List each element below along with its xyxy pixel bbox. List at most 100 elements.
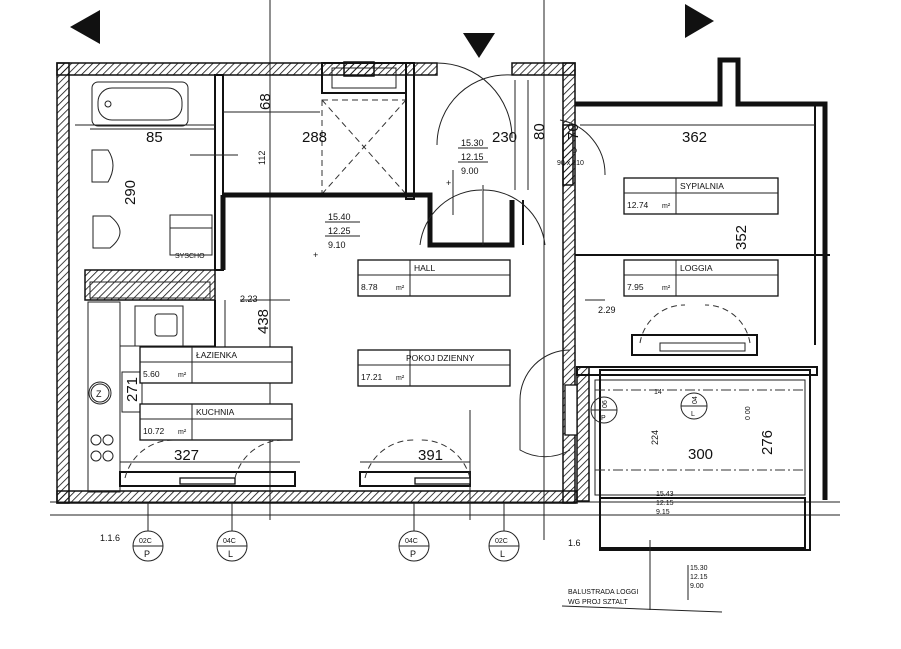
room-unit: m² bbox=[662, 203, 671, 210]
section-arrows bbox=[70, 4, 714, 58]
dimension-362: 362 bbox=[682, 129, 707, 146]
room-label-bedroom: SYPIALNIA 12.74 m² bbox=[623, 177, 779, 215]
window-tag: 04C L bbox=[216, 503, 248, 562]
svg-text:04C: 04C bbox=[405, 538, 418, 545]
svg-text:12.25: 12.25 bbox=[328, 226, 351, 236]
room-name: SYPIALNIA bbox=[680, 181, 724, 191]
balcony-note: 0 00 bbox=[745, 406, 752, 420]
railing-note-detail: WG PROJ SZTALT bbox=[568, 599, 628, 606]
door-tag-loggia-p: 06 P bbox=[590, 396, 618, 424]
room-unit: m² bbox=[662, 285, 671, 292]
room-label-loggia: LOGGIA 7.95 m² bbox=[623, 259, 779, 297]
svg-text:02C: 02C bbox=[495, 538, 508, 545]
room-unit: m² bbox=[396, 285, 405, 292]
svg-text:L: L bbox=[500, 549, 505, 559]
dimension-80: 80 bbox=[531, 123, 548, 140]
section-arrow-left-icon bbox=[70, 10, 100, 44]
dimension-327: 327 bbox=[174, 447, 199, 464]
window-tags: 02C P 04C L 04C P 02C L bbox=[132, 503, 520, 562]
dimension-438: 438 bbox=[255, 309, 272, 334]
dimension-271: 271 bbox=[124, 377, 141, 402]
door-tags: 90 x 210 D Z 06 P 04 L 14 bbox=[90, 148, 708, 424]
room-unit: m² bbox=[178, 372, 187, 379]
room-area: 7.95 bbox=[627, 282, 644, 292]
z-mark: Z bbox=[96, 389, 102, 399]
kitchen bbox=[87, 281, 215, 493]
door-tag-loggia-l: 04 L bbox=[680, 392, 708, 420]
loggia-door-size: 14 bbox=[654, 389, 662, 396]
room-label-kitchen: KUCHNIA 10.72 m² bbox=[139, 403, 293, 441]
svg-text:9.00: 9.00 bbox=[690, 583, 704, 590]
bathroom: SYSCHO bbox=[90, 74, 238, 271]
room-label-bathroom: ŁAZIENKA 5.60 m² bbox=[139, 346, 293, 384]
room-area: 12.74 bbox=[627, 200, 649, 210]
section-arrow-right-icon bbox=[685, 4, 714, 38]
section-arrow-down-icon bbox=[463, 33, 495, 58]
svg-text:L: L bbox=[228, 549, 233, 559]
dimension-85: 85 bbox=[146, 129, 163, 146]
dimension-230: 230 bbox=[492, 129, 517, 146]
room-name: LOGGIA bbox=[680, 263, 713, 273]
room-name: HALL bbox=[414, 263, 436, 273]
bathtub bbox=[91, 81, 189, 127]
svg-text:15.30: 15.30 bbox=[690, 565, 708, 572]
railing-note: BALUSTRADA LOGGI bbox=[568, 589, 638, 596]
dimension-352: 352 bbox=[733, 225, 750, 250]
svg-text:02C: 02C bbox=[139, 538, 152, 545]
svg-text:15.40: 15.40 bbox=[328, 212, 351, 222]
toilet bbox=[92, 215, 121, 249]
dimension-276: 276 bbox=[759, 430, 776, 455]
dimension-300: 300 bbox=[688, 446, 713, 463]
svg-text:12.15: 12.15 bbox=[690, 574, 708, 581]
dimension-112: 112 bbox=[257, 151, 267, 165]
svg-text:12.15: 12.15 bbox=[461, 152, 484, 162]
svg-text:04C: 04C bbox=[223, 538, 236, 545]
svg-text:06: 06 bbox=[602, 400, 609, 408]
dimension-223: 2.23 bbox=[240, 294, 258, 304]
room-area: 10.72 bbox=[143, 426, 165, 436]
svg-text:12.15: 12.15 bbox=[656, 500, 674, 507]
level-entry: 15.30 12.15 9.00 + bbox=[446, 138, 488, 188]
svg-text:9.10: 9.10 bbox=[328, 240, 346, 250]
svg-text:+: + bbox=[446, 178, 451, 188]
svg-text:P: P bbox=[601, 415, 606, 422]
room-labels: HALL 8.78 m² POKOJ DZIENNY 17.21 m² ŁAZI… bbox=[139, 177, 779, 441]
window-tag: 02C P bbox=[132, 503, 164, 562]
svg-text:15.30: 15.30 bbox=[461, 138, 484, 148]
svg-text:SYSCHO: SYSCHO bbox=[175, 253, 205, 260]
dimension-288: 288 bbox=[302, 129, 327, 146]
dimension-391: 391 bbox=[418, 447, 443, 464]
room-unit: m² bbox=[396, 375, 405, 382]
svg-text:P: P bbox=[410, 549, 416, 559]
room-area: 5.60 bbox=[143, 369, 160, 379]
svg-text:9.00: 9.00 bbox=[461, 166, 479, 176]
window-tag: 04C P bbox=[398, 503, 430, 562]
level-marks: 15.30 12.15 9.00 + 15.40 12.25 9.10 + 15… bbox=[313, 138, 708, 600]
door-type: D bbox=[572, 148, 577, 155]
partitions bbox=[214, 254, 830, 350]
annotations: BALUSTRADA LOGGI WG PROJ SZTALT 0 00 bbox=[561, 406, 752, 613]
room-label-hall: HALL 8.78 m² bbox=[357, 259, 511, 297]
room-name: KUCHNIA bbox=[196, 407, 235, 417]
room-area: 8.78 bbox=[361, 282, 378, 292]
svg-text:+: + bbox=[313, 250, 318, 260]
dimension-70: 70 bbox=[565, 123, 582, 140]
entry-door bbox=[419, 62, 606, 246]
room-area: 17.21 bbox=[361, 372, 383, 382]
window-tag: 02C L bbox=[488, 503, 520, 562]
dimension-290: 290 bbox=[122, 180, 139, 205]
room-name: POKOJ DZIENNY bbox=[406, 353, 475, 363]
dimension-16: 1.6 bbox=[568, 538, 581, 548]
level-hall: 15.40 12.25 9.10 + bbox=[313, 212, 360, 260]
svg-text:L: L bbox=[691, 411, 695, 418]
svg-text:15.43: 15.43 bbox=[656, 491, 674, 498]
room-unit: m² bbox=[178, 429, 187, 436]
loggia bbox=[519, 304, 818, 610]
level-loggia: 15.43 12.15 9.15 bbox=[656, 491, 674, 516]
dimension-116: 1.1.6 bbox=[100, 533, 120, 543]
svg-text:9.15: 9.15 bbox=[656, 509, 670, 516]
door-size: 90 x 210 bbox=[557, 160, 584, 167]
room-name: ŁAZIENKA bbox=[196, 350, 237, 360]
level-bottom: 15.30 12.15 9.00 bbox=[687, 565, 708, 600]
